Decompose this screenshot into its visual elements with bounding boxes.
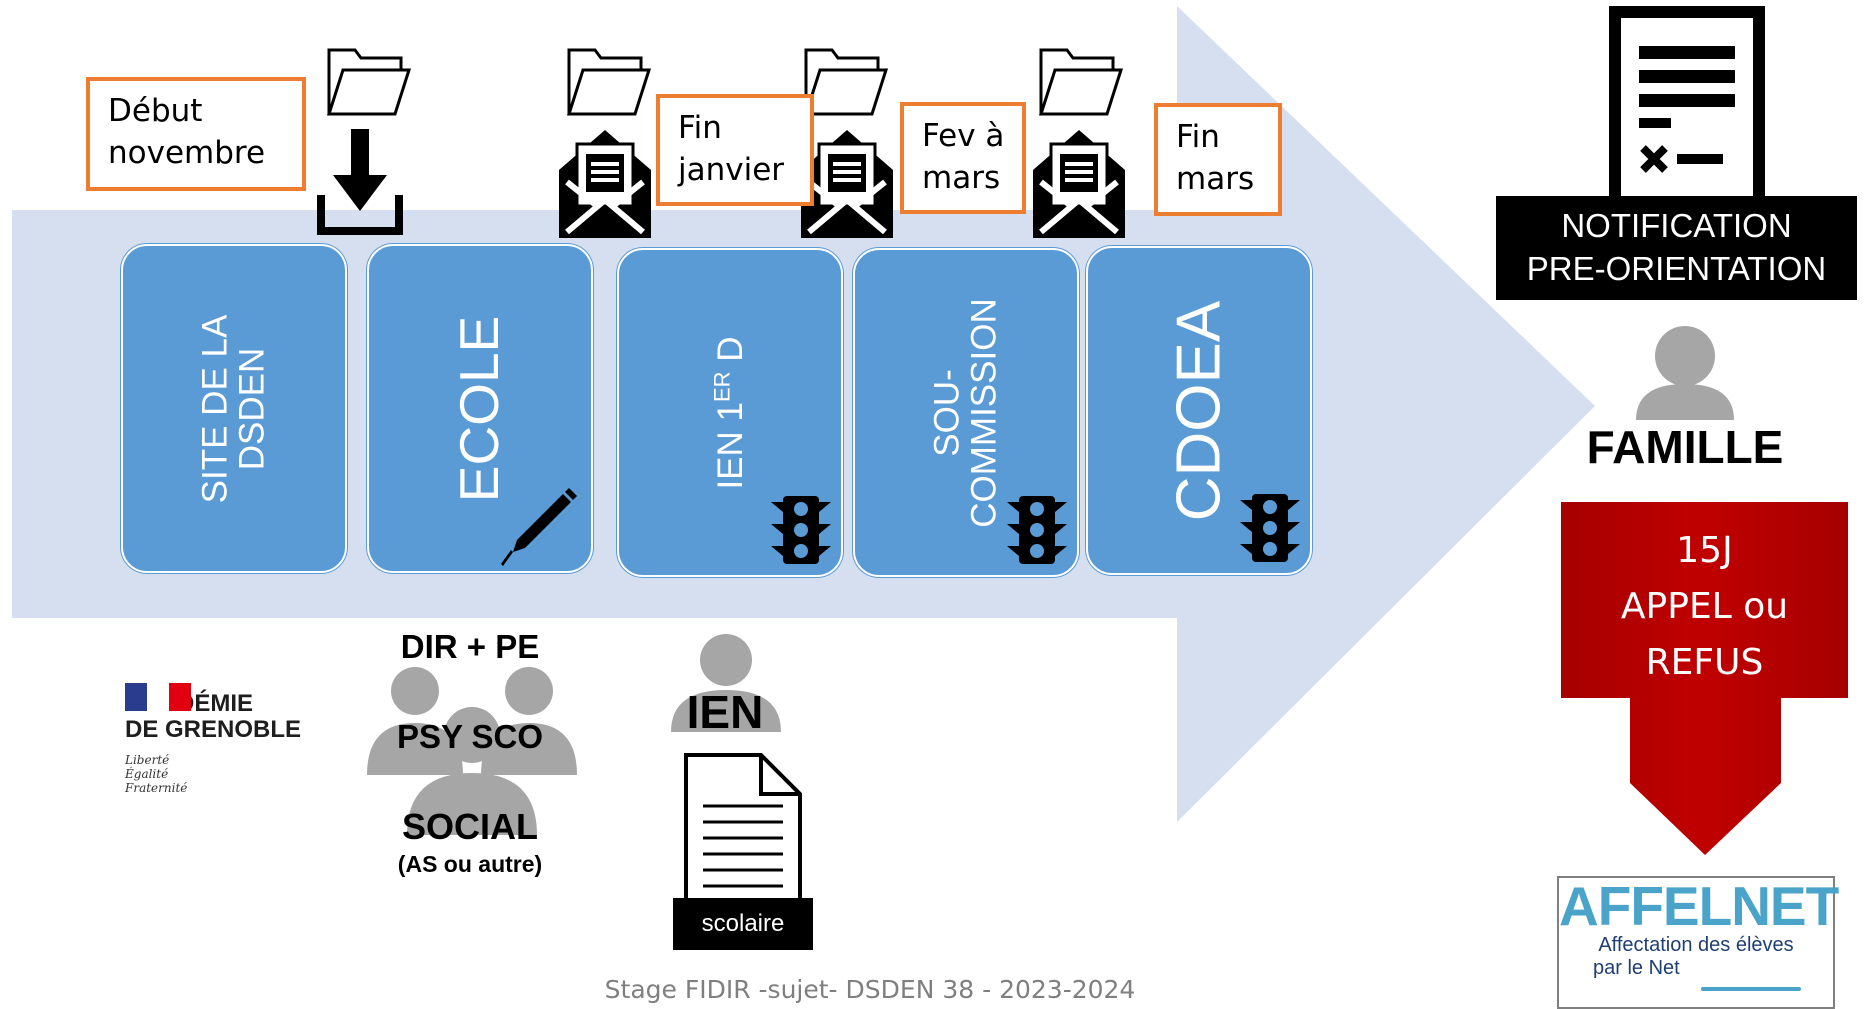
envelope-letter-icon [1033,130,1125,238]
folder-icon [803,48,889,116]
affelnet-underline [1701,987,1801,991]
affelnet-title: AFFELNET [1559,875,1839,937]
footer-text: Stage FIDIR -sujet- DSDEN 38 - 2023-2024 [604,975,1136,1004]
stage-ien: IEN 1ER D [617,248,843,577]
notification-document-icon [1609,6,1765,202]
ien-label: IEN [686,686,764,738]
traffic-light-icon [1007,496,1067,564]
school-team-middle-label: PSY SCO [396,718,544,755]
affelnet-logo: AFFELNET Affectation des élèves par le N… [1557,875,1839,1009]
affelnet-subtitle: Affectation des élèves [1598,934,1794,956]
stage-ecole: ECOLE [367,244,593,573]
document-icon [684,753,802,904]
date-box-fin-janvier: Fin janvier [656,94,814,206]
appeal-label: 15J APPEL ou REFUS [1620,530,1789,683]
stage-cdoea: CDOEA [1086,246,1312,575]
famille-label: FAMILLE [1586,421,1784,473]
date-box-fin-mars: Fin mars [1154,103,1282,216]
download-icon [317,129,403,235]
group-people-icon [367,667,577,835]
stage-site-dsden: SITE DE LA DSDEN [121,244,347,573]
traffic-light-icon [771,496,831,564]
date-box-fev-mars: Fev à mars [900,102,1026,214]
school-team-bottom-label: SOCIAL [401,806,538,847]
envelope-letter-icon [801,130,893,238]
french-flag-icon [125,683,191,711]
scolaire-label: scolaire [673,898,813,950]
school-team-top-label: DIR + PE [400,628,540,665]
folder-icon [326,48,412,116]
notification-label: NOTIFICATION PRE-ORIENTATION [1496,196,1857,300]
ien-person-icon [671,634,781,732]
person-icon [1636,326,1734,420]
academie-logo: ACADÉMIE DE GRENOBLE Liberté Égalité Fra… [125,683,301,795]
folder-icon [566,48,652,116]
date-box-debut-novembre: Début novembre [86,77,306,191]
affelnet-subtitle-2: par le Net [1593,957,1680,979]
envelope-letter-icon [559,130,651,238]
pen-icon [501,488,577,566]
stage-sous-commission: SOU- COMMISSION [853,248,1079,577]
school-team-note: (AS ou autre) [397,851,543,877]
traffic-light-icon [1240,494,1300,562]
folder-icon [1038,48,1124,116]
